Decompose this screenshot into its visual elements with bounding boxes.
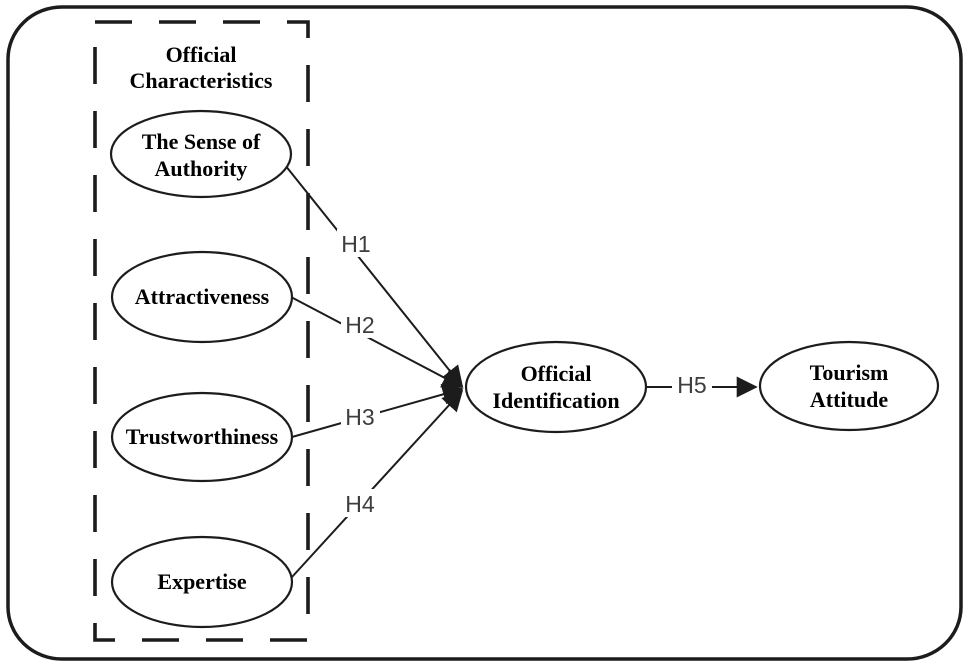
sense-of-authority-label-line2: Authority: [155, 156, 248, 181]
tourism-attitude-ellipse: [758, 340, 940, 432]
node-official-identification: Official Identification: [464, 340, 648, 434]
official-identification-label-line2: Identification: [492, 388, 619, 413]
h3-label-mask: [341, 402, 380, 430]
hypothesis-label-h5: H5: [672, 370, 712, 398]
attractiveness-label: Attractiveness: [135, 284, 270, 309]
trustworthiness-label: Trustworthiness: [126, 424, 279, 449]
h5-label: H5: [677, 372, 706, 398]
path-h4-arrow: [291, 389, 464, 578]
expertise-label: Expertise: [157, 569, 246, 594]
hypothesis-label-h2: H2: [341, 310, 380, 338]
hypothesis-label-h4: H4: [341, 489, 380, 517]
trustworthiness-ellipse: [110, 391, 294, 483]
outer-border: [6, 5, 963, 661]
h4-label: H4: [345, 491, 375, 517]
group-title-line2: Characteristics: [130, 68, 273, 93]
official-identification-label-line1: Official: [521, 361, 592, 386]
node-trustworthiness: Trustworthiness: [110, 391, 294, 483]
h1-label-mask: [337, 229, 376, 257]
h2-label-mask: [341, 310, 380, 338]
h1-label: H1: [341, 231, 370, 257]
path-h2-arrow: [290, 296, 464, 388]
node-expertise: Expertise: [110, 535, 294, 629]
h2-label: H2: [345, 312, 374, 338]
official-identification-ellipse: [464, 340, 648, 434]
sense-of-authority-ellipse: [109, 109, 293, 199]
sense-of-authority-label-line1: The Sense of: [142, 129, 261, 154]
hypothesis-label-h1: H1: [337, 229, 376, 257]
node-attractiveness: Attractiveness: [110, 250, 294, 344]
attractiveness-ellipse: [110, 250, 294, 344]
node-sense-of-authority: The Sense of Authority: [109, 109, 293, 199]
h5-label-mask: [672, 370, 712, 398]
tourism-attitude-label-line2: Attitude: [810, 387, 888, 412]
h4-label-mask: [341, 489, 380, 517]
expertise-ellipse: [110, 535, 294, 629]
h3-label: H3: [345, 404, 374, 430]
group-title-line1: Official: [166, 42, 237, 67]
official-characteristics-group-box: [93, 20, 310, 642]
tourism-attitude-label-line1: Tourism: [810, 360, 889, 385]
node-tourism-attitude: Tourism Attitude: [758, 340, 940, 432]
hypothesis-label-h3: H3: [341, 402, 380, 430]
path-h1-arrow: [280, 159, 464, 388]
